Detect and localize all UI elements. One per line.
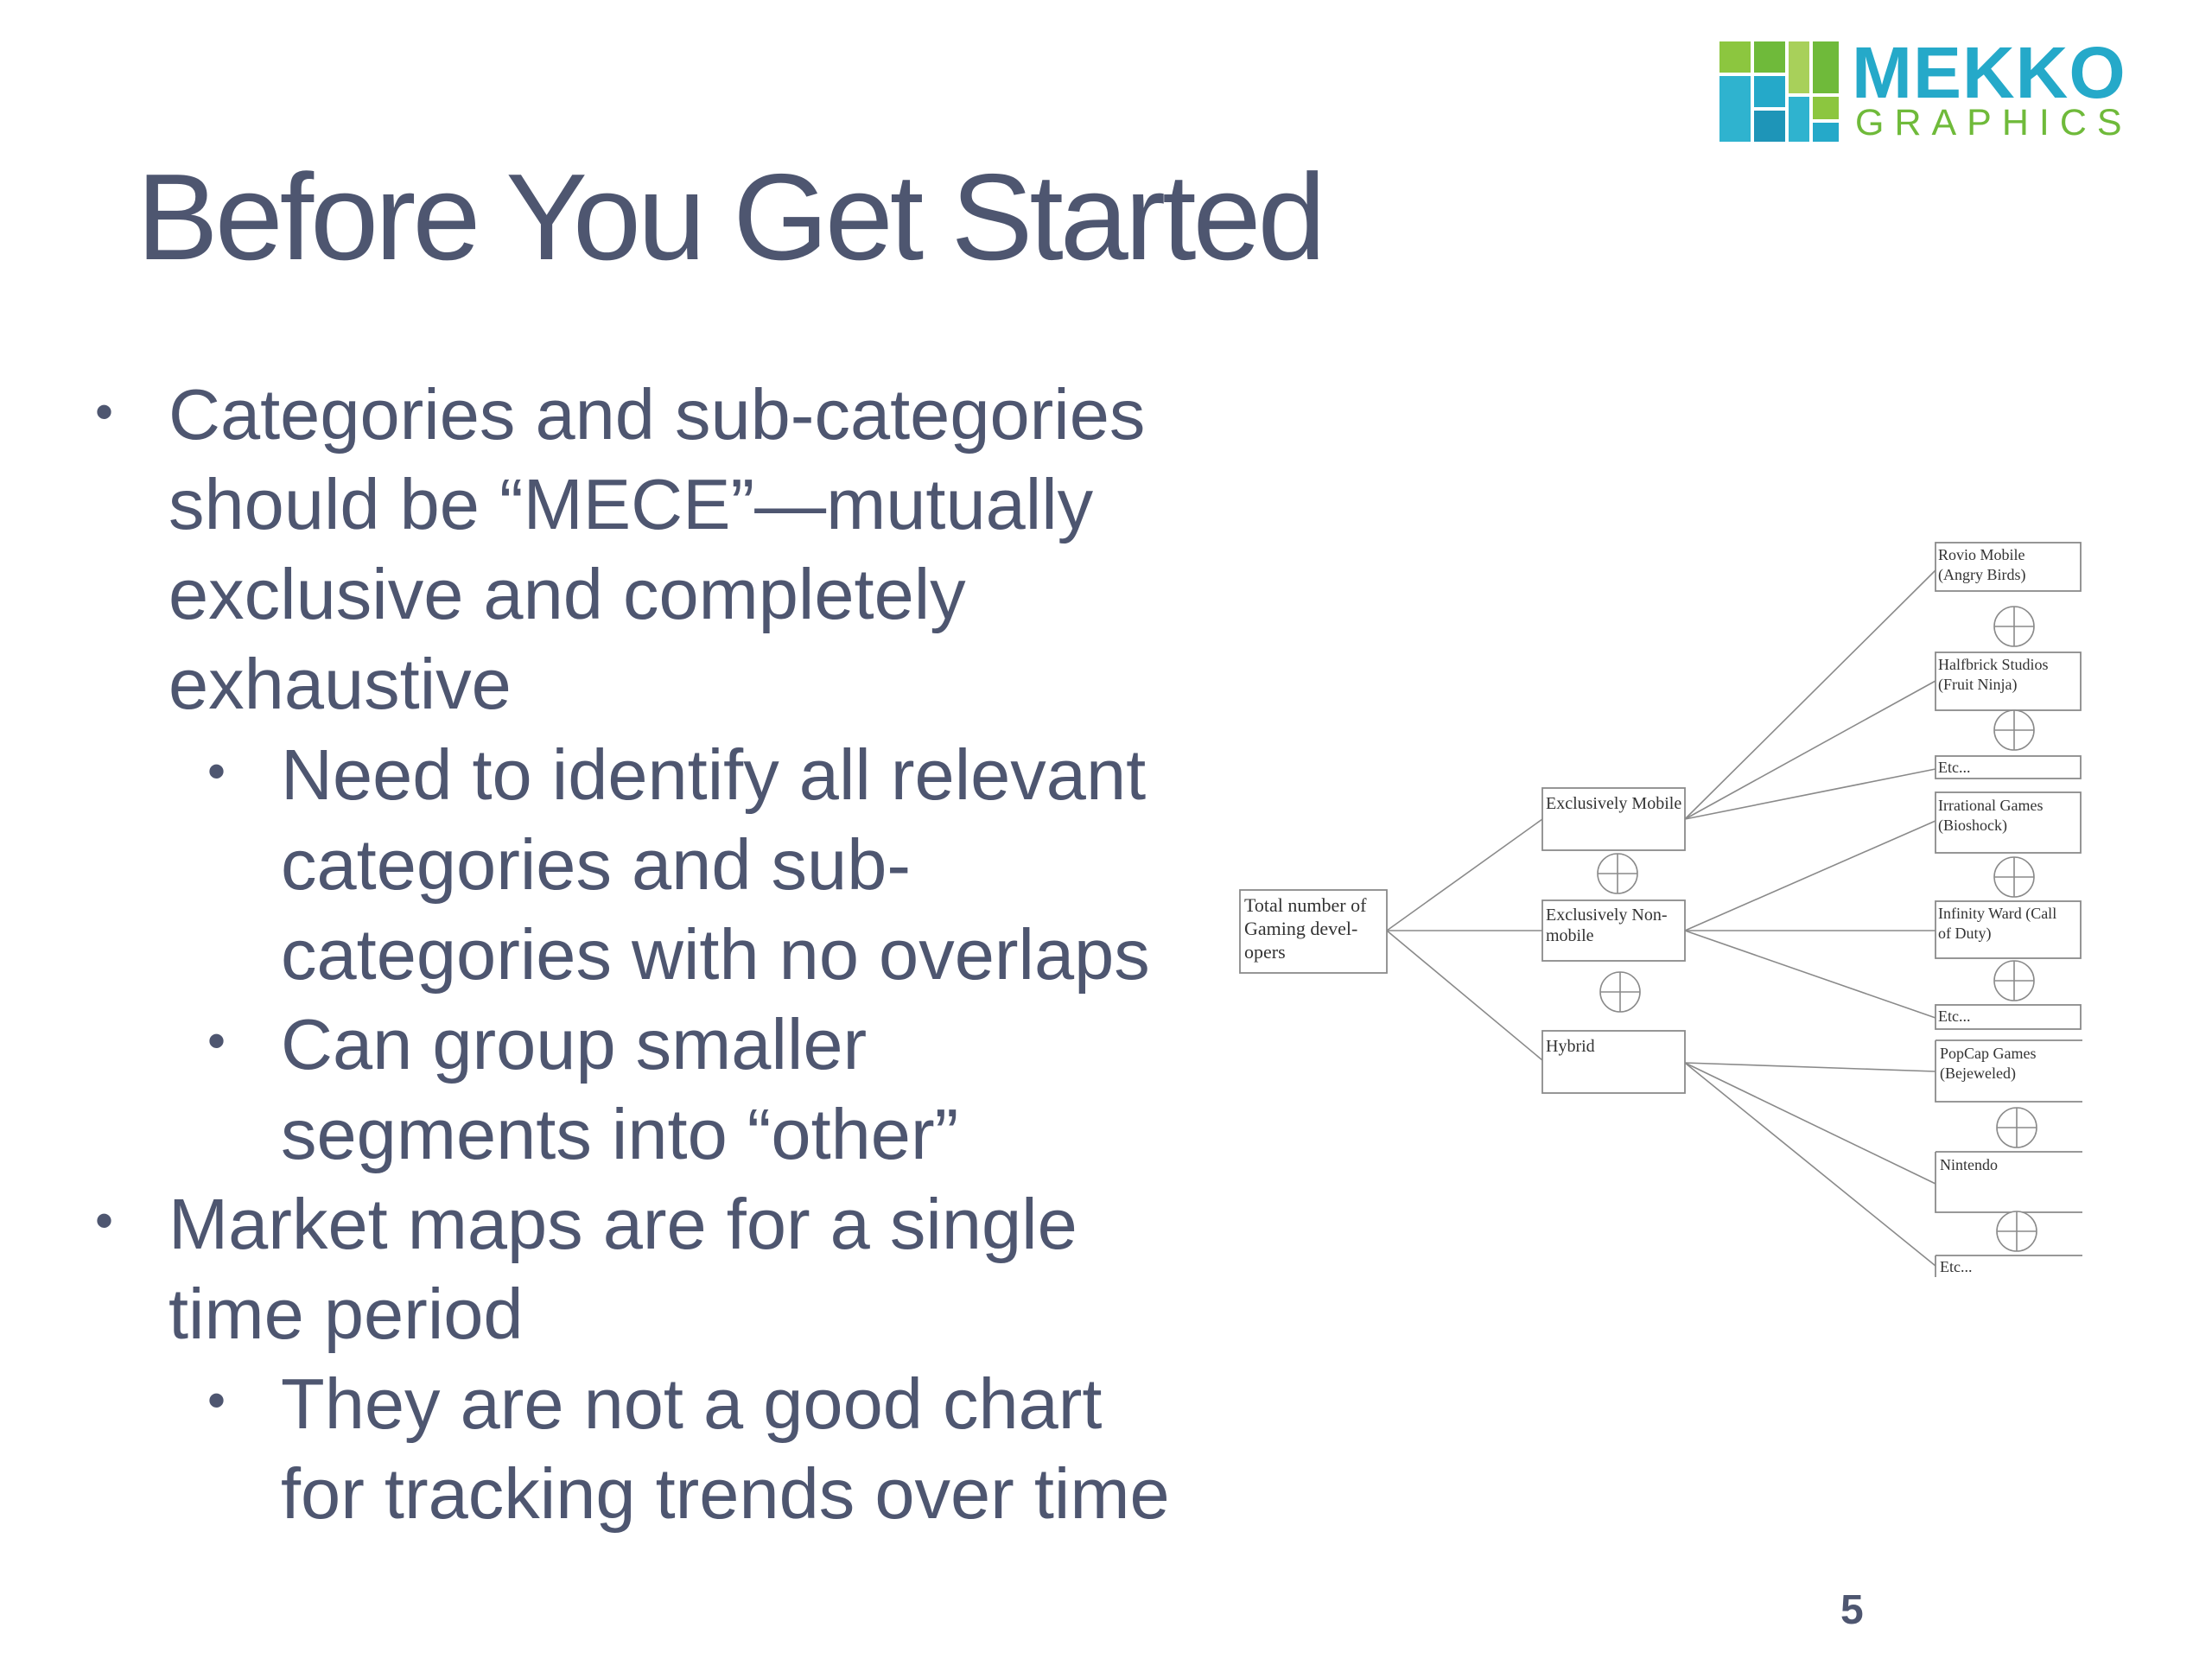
tree-node-label: Exclusively Non- [1546,906,1668,925]
tree-root-label: Total number of [1244,894,1367,916]
tree-root-node: Total number of Gaming devel- opers [1239,889,1388,974]
tree-node-etc-mobile: Etc... [1935,755,2082,779]
bullet-line: Can group smaller [281,1004,868,1084]
tree-node-label: Etc... [1940,1258,1973,1275]
tree-node-label: Infinity Ward (Call [1938,905,2056,923]
tree-node-label: Nintendo [1940,1156,1998,1173]
add-node-icon[interactable] [1599,971,1641,1013]
bullet-marker: • [207,1012,226,1070]
add-node-icon[interactable] [1993,709,2035,751]
tree-node-infinity-ward: Infinity Ward (Call of Duty) [1935,900,2082,959]
tree-node-label: Halfbrick Studios [1938,656,2049,673]
tree-root-label: opers [1244,941,1286,963]
tree-node-label: Etc... [1938,759,1971,776]
bullet-line: for tracking trends over time [281,1453,1170,1534]
tree-node-irrational-games: Irrational Games (Bioshock) [1935,791,2082,854]
tree-node-label: Hybrid [1546,1037,1595,1056]
bullet-line: They are not a good chart [281,1363,1103,1444]
bullet-line: categories and sub- [281,824,912,905]
tree-node-label: (Bejeweled) [1940,1065,2016,1083]
market-map-tree-diagram: Total number of Gaming devel- opers Excl… [1239,542,2082,1277]
bullet-marker: • [207,1371,226,1429]
tree-node-nintendo: Nintendo [1935,1151,2082,1213]
add-node-icon[interactable] [1993,856,2035,898]
tree-node-label: (Bioshock) [1938,817,2007,835]
logo-wordmark-mekko: MEKKO [1852,32,2126,113]
tree-node-label: (Fruit Ninja) [1938,676,2018,694]
bullet-line: Market maps are for a single [168,1184,1077,1264]
bullet-marker: • [95,1192,114,1249]
tree-node-exclusively-non-mobile: Exclusively Non- mobile [1541,899,1686,962]
bullet-line: time period [168,1274,524,1354]
logo-mark-icon [1719,41,1840,142]
tree-node-label: Irrational Games [1938,797,2043,814]
bullet-line: should be “MECE”—mutually [168,464,1094,544]
tree-node-label: (Angry Birds) [1938,566,2026,584]
bullet-line: categories with no overlaps [281,914,1150,995]
tree-node-label: Etc... [1938,1007,1971,1025]
bullet-marker: • [207,742,226,800]
bullet-line: Need to identify all relevant [281,734,1147,815]
logo-wordmark-graphics: GRAPHICS [1855,102,2133,143]
add-node-icon[interactable] [1996,1107,2037,1148]
tree-node-hybrid: Hybrid [1541,1030,1686,1094]
add-node-icon[interactable] [1597,853,1638,894]
tree-node-popcap-games: PopCap Games (Bejeweled) [1935,1039,2082,1103]
tree-node-label: of Duty) [1938,925,1992,943]
tree-node-rovio-mobile: Rovio Mobile (Angry Birds) [1935,542,2082,592]
bullet-line: exclusive and completely [168,554,966,634]
bullet-line: exhaustive [168,644,512,724]
tree-node-label: PopCap Games [1940,1045,2037,1062]
slide-number: 5 [1840,1587,1864,1633]
slide-title: Before You Get Started [137,149,1325,286]
tree-root-label: Gaming devel- [1244,918,1357,939]
bullet-line: segments into “other” [281,1094,959,1174]
tree-node-etc-hybrid: Etc... [1935,1255,2082,1277]
tree-node-halfbrick-studios: Halfbrick Studios (Fruit Ninja) [1935,652,2082,711]
tree-node-label: Rovio Mobile [1938,546,2025,563]
bullet-marker: • [95,383,114,441]
mekko-graphics-logo: MEKKO GRAPHICS [1719,36,2177,147]
add-node-icon[interactable] [1993,606,2035,647]
tree-node-etc-non-mobile: Etc... [1935,1004,2082,1030]
add-node-icon[interactable] [1993,960,2035,1001]
tree-node-label: Exclusively Mobile [1546,794,1681,813]
tree-connectors [1386,569,1936,1267]
add-node-icon[interactable] [1996,1211,2037,1252]
bullet-line: Categories and sub-categories [168,374,1146,454]
tree-node-exclusively-mobile: Exclusively Mobile [1541,787,1686,851]
tree-node-label: mobile [1546,926,1594,945]
